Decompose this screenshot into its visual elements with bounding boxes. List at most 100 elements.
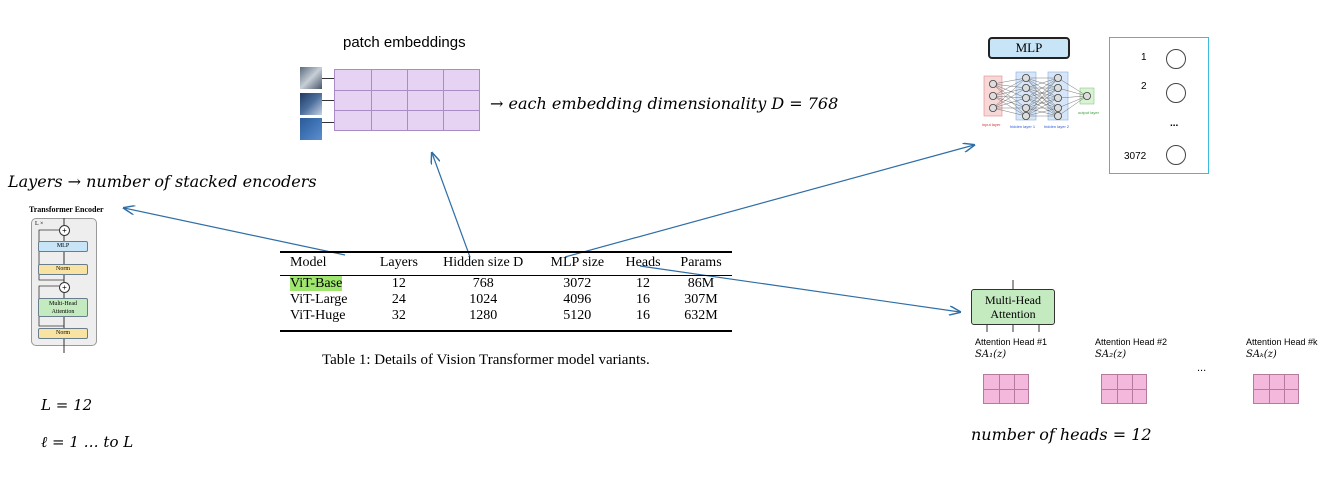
attention-head-grid [983,374,1029,404]
patch-image-3 [300,118,322,140]
table-header-row: Model Layers Hidden size D MLP size Head… [280,251,732,276]
attention-heads-ellipsis: ... [1197,362,1207,374]
encoder-mlp-block: MLP [38,241,88,252]
input-layer-label: input layer [982,122,1001,127]
nn-edge [1025,97,1059,109]
mha-label-line1: Multi-Head [985,293,1041,307]
nn-edge [992,77,1027,109]
mlp-neurons-panel: 1 2 ... 3072 [1109,37,1209,174]
nn-edge [992,77,1027,97]
nn-edge [992,83,1027,117]
table-bottom-rule [280,330,732,332]
nn-node [1054,112,1063,121]
nn-node [1022,104,1031,113]
nn-node [1022,112,1031,121]
col-header-hidden-size: Hidden size D [427,251,539,276]
table-cell: 86M [687,276,715,291]
nn-edge [992,107,1027,117]
nn-edge [992,95,1027,99]
neuron-label: 3072 [1124,151,1147,162]
col-header-mlp-size: MLP size [538,251,616,276]
table-cell: 1024 [469,292,498,307]
nn-edge [1025,77,1059,89]
table-cell: 24 [391,292,406,307]
patch-embedding-grid [334,69,480,131]
nn-node [1022,74,1031,82]
encoder-mha-line2: Attention [51,309,75,315]
table-caption: Table 1: Details of Vision Transformer m… [322,352,650,368]
nn-edge [992,83,1027,109]
table-row: ViT-Huge 32 1280 5120 16 632M [280,308,732,324]
multi-head-attention-box: Multi-Head Attention [971,289,1055,325]
nn-node [989,104,997,113]
attention-head-grid [1253,374,1299,404]
hidden-layer-2-label: hidden layer 2 [1044,124,1070,129]
nn-edge [992,77,1027,85]
nn-edge [992,87,1027,97]
mha-connectors [986,280,1040,332]
number-of-heads-text: number of heads = 12 [971,425,1152,444]
table-cell: 3072 [563,276,592,291]
neuron-circle [1166,145,1186,165]
nn-edge [992,95,1027,109]
table-cell: 307M [684,292,718,307]
patch-image-2 [300,93,322,115]
nn-edge [1057,77,1088,97]
patch-connector-3 [322,122,334,123]
nn-edge [992,83,1027,99]
neuron-label: 1 [1141,52,1147,63]
arrow-to-mlp [564,145,974,258]
attention-head-label: Attention Head #2 [1095,337,1168,347]
residual-add-icon-bottom: + [59,282,70,293]
table-cell: 16 [636,308,651,323]
nn-edge [1057,95,1088,99]
neuron-label: 2 [1141,81,1147,92]
table-cell: 32 [391,308,406,323]
attention-head-grid [1101,374,1147,404]
arrow-to-patch [432,153,471,258]
nn-edge [1025,87,1059,109]
mlp-title-box: MLP [988,37,1070,59]
layer-index-equation: ℓ = 1 … to L [41,433,134,451]
mlp-network-diagram: input layer hidden layer 1 hidden layer … [982,71,1100,129]
encoder-title: Transformer Encoder [29,205,104,214]
nn-edge [1057,87,1088,97]
nn-edge [992,83,1027,89]
nn-edge [1025,107,1059,117]
neuron-ellipsis: ... [1170,118,1179,129]
nn-node [1083,91,1092,100]
table-cell: 4096 [563,292,592,307]
table-cell: 5120 [563,308,592,323]
patch-embeddings-title: patch embeddings [343,34,466,51]
neuron-circle [1166,83,1186,103]
vit-variants-table: Model Layers Hidden size D MLP size Head… [280,251,732,324]
table-row: ViT-Base 12 768 3072 12 86M [280,276,732,293]
table-row: ViT-Large 24 1024 4096 16 307M [280,292,732,308]
nn-node [1054,83,1063,92]
attention-head-sa: SAₖ(z) [1246,349,1277,360]
attention-head-sa: SA₂(z) [1095,349,1127,360]
encoder-norm-bottom: Norm [38,328,88,339]
nn-edge [1025,77,1059,109]
residual-add-icon-top: + [59,225,70,236]
nn-edge [992,95,1027,117]
table-cell: 632M [684,308,718,323]
nn-edge [1025,97,1059,117]
nn-edge [1057,95,1088,109]
nn-node [1054,104,1063,113]
attention-head-label: Attention Head #1 [975,337,1048,347]
embedding-dimensionality-text: → each embedding dimensionality D = 768 [490,94,839,113]
table-cell: 12 [636,276,651,291]
nn-edge [992,97,1027,109]
layers-caption: Layers → number of stacked encoders [8,172,317,191]
table-cell: ViT-Huge [290,308,346,323]
mha-label-line2: Attention [990,307,1036,321]
table-cell: ViT-Large [290,292,348,307]
encoder-norm-top: Norm [38,264,88,275]
nn-node [1022,93,1031,102]
arrow-to-encoder [124,208,346,256]
table-cell: 1280 [469,308,498,323]
col-header-model: Model [280,251,370,276]
encoder-mha-line1: Multi-Head [49,301,77,307]
nn-edge [1025,77,1059,99]
